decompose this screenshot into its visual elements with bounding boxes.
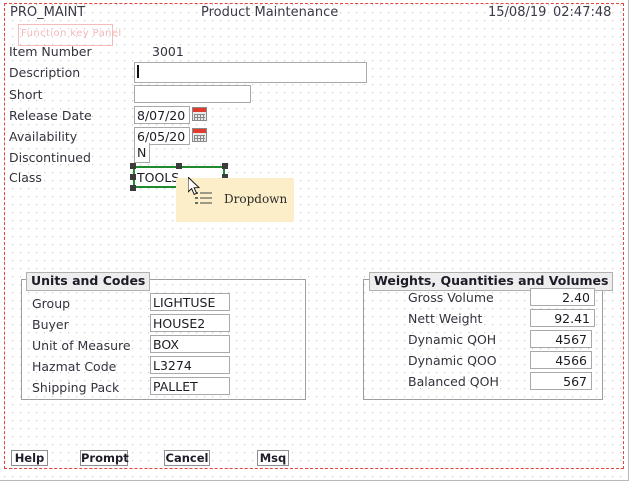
availability-input[interactable] [134,127,190,145]
resize-handle-ne[interactable] [222,163,228,169]
shipping-pack-input[interactable] [150,377,230,395]
description-input[interactable] [134,62,367,83]
header-date: 15/08/19 [488,5,547,20]
prompt-button[interactable]: Prompt [80,450,129,466]
short-input[interactable] [134,85,251,103]
resize-handle-sw[interactable] [130,185,136,191]
description-label: Description [9,65,81,80]
item-number-label: Item Number [9,44,92,59]
shipping-pack-label: Shipping Pack [32,380,120,395]
function-key-panel-label: Function key Panel [21,28,122,39]
short-label: Short [9,87,43,102]
dynamic-qoo-label: Dynamic QOO [408,353,497,368]
function-key-panel-region [18,24,113,46]
class-label: Class [9,170,42,185]
resize-handle-nw[interactable] [130,163,136,169]
release-date-input[interactable] [134,106,190,124]
buyer-label: Buyer [32,317,69,332]
hazmat-code-input[interactable] [150,356,230,374]
calendar-icon[interactable] [192,128,207,142]
text-caret [137,65,139,78]
resize-handle-e[interactable] [222,174,228,180]
gross-volume-input[interactable] [530,288,595,306]
help-button[interactable]: Help [11,450,48,466]
header-time: 02:47:48 [553,5,612,20]
nett-weight-input[interactable] [530,309,595,327]
mouse-cursor [188,177,200,196]
hazmat-code-label: Hazmat Code [32,359,117,374]
cancel-button[interactable]: Cancel [164,450,210,466]
balanced-qoh-input[interactable] [530,372,592,390]
weights-quantities-volumes-title: Weights, Quantities and Volumes [369,272,614,291]
unit-of-measure-input[interactable] [150,335,230,353]
buyer-input[interactable] [150,314,230,332]
resize-handle-n[interactable] [176,163,182,169]
units-and-codes-title: Units and Codes [26,272,151,291]
gross-volume-label: Gross Volume [408,290,494,305]
balanced-qoh-label: Balanced QOH [408,374,499,389]
tooltip-label: Dropdown [224,192,288,206]
resize-handle-w[interactable] [130,174,136,180]
dynamic-qoh-input[interactable] [530,330,592,348]
group-label: Group [32,296,71,311]
units-and-codes-panel [21,279,306,400]
msq-button[interactable]: Msq [257,450,289,466]
availability-label: Availability [9,129,78,144]
unit-of-measure-label: Unit of Measure [32,338,131,353]
calendar-icon[interactable] [192,107,207,121]
nett-weight-label: Nett Weight [408,311,483,326]
discontinued-label: Discontinued [9,150,91,165]
item-number-value: 3001 [152,44,184,59]
program-name: PRO_MAINT [10,5,86,20]
dynamic-qoo-input[interactable] [530,351,592,369]
group-input[interactable] [150,293,230,311]
dynamic-qoh-label: Dynamic QOH [408,332,497,347]
discontinued-input[interactable] [134,143,150,163]
page-title: Product Maintenance [201,5,339,20]
release-date-label: Release Date [9,108,92,123]
